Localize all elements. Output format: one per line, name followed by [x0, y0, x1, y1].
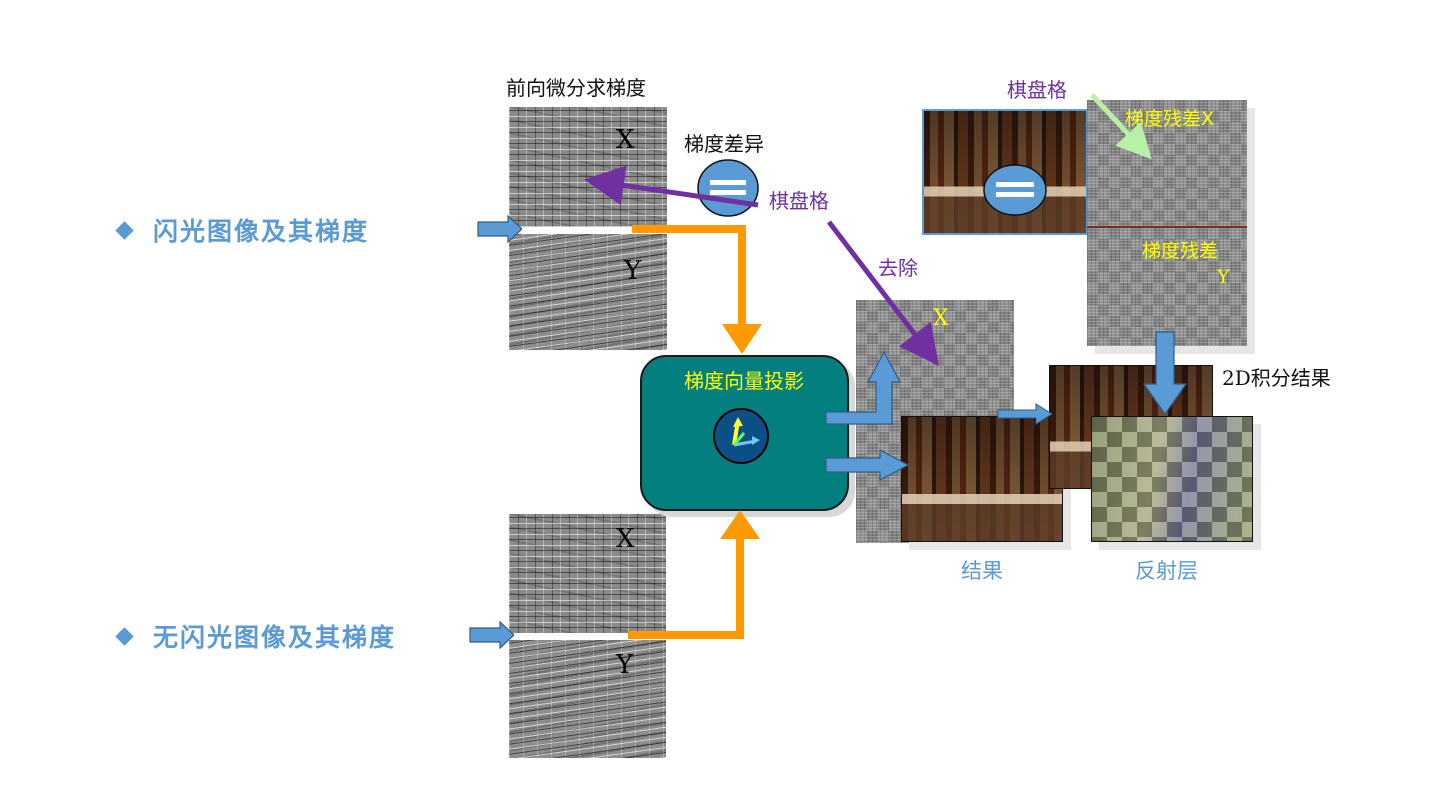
projection-to-gradient-arrow: [825, 350, 901, 425]
axis-y-label: Y: [624, 256, 642, 286]
noflash-gradient-y-image: Y: [509, 640, 666, 758]
noflash-gradient-x-image: X: [509, 514, 666, 634]
remove-label: 去除: [878, 256, 918, 280]
residual-pointer-arrow: [1090, 93, 1152, 160]
flash-to-projection-arrow: [632, 225, 762, 354]
residual-to-reflection-arrow: [1142, 331, 1188, 416]
checkerboard-example-image: [922, 109, 1088, 235]
checkerboard-pointer-arrow: [584, 165, 759, 208]
axis-x-label: X: [616, 125, 635, 155]
remove-pointer-arrow: [827, 220, 940, 366]
axis-y-label: Y: [616, 650, 634, 680]
result-image: [901, 416, 1063, 542]
bullet-noflash-label: 无闪光图像及其梯度: [153, 623, 397, 652]
equals-circle-icon: [982, 163, 1048, 217]
grad-diff-label: 梯度差异: [684, 132, 764, 156]
vector-projection-icon: [712, 407, 770, 465]
flash-gradient-x-image: X: [509, 107, 667, 227]
reflection-layer-image: [1091, 416, 1253, 542]
gradient-to-integration-arrow: [997, 403, 1053, 425]
reflection-caption: 反射层: [1135, 559, 1198, 583]
forward-diff-label: 前向微分求梯度: [506, 76, 646, 100]
residual-x-image: 梯度残差X: [1087, 100, 1247, 229]
bullet-flash-label: 闪光图像及其梯度: [153, 217, 370, 246]
bullet-noflash: 无闪光图像及其梯度: [115, 618, 397, 654]
axis-x-label: X: [616, 524, 635, 554]
bullet-flash: 闪光图像及其梯度: [115, 212, 370, 248]
projection-label: 梯度向量投影: [684, 369, 804, 393]
projection-to-result-arrow: [825, 448, 910, 482]
noflash-to-projection-arrow: [628, 510, 760, 639]
noflash-input-arrow: [469, 620, 515, 650]
flash-input-arrow: [477, 214, 523, 244]
projection-box: 梯度向量投影: [640, 355, 849, 511]
residual-y-label-line2: Y: [1217, 266, 1230, 288]
checkerboard-label-1: 棋盘格: [769, 189, 829, 213]
result-caption: 结果: [961, 559, 1003, 583]
residual-y-label-line1: 梯度残差: [1142, 240, 1219, 262]
checkerboard-label-2: 棋盘格: [1007, 78, 1067, 102]
residual-y-image: 梯度残差 Y: [1087, 228, 1247, 346]
integration-result-label: 2D积分结果: [1222, 366, 1331, 390]
flash-gradient-y-image: Y: [509, 234, 667, 350]
